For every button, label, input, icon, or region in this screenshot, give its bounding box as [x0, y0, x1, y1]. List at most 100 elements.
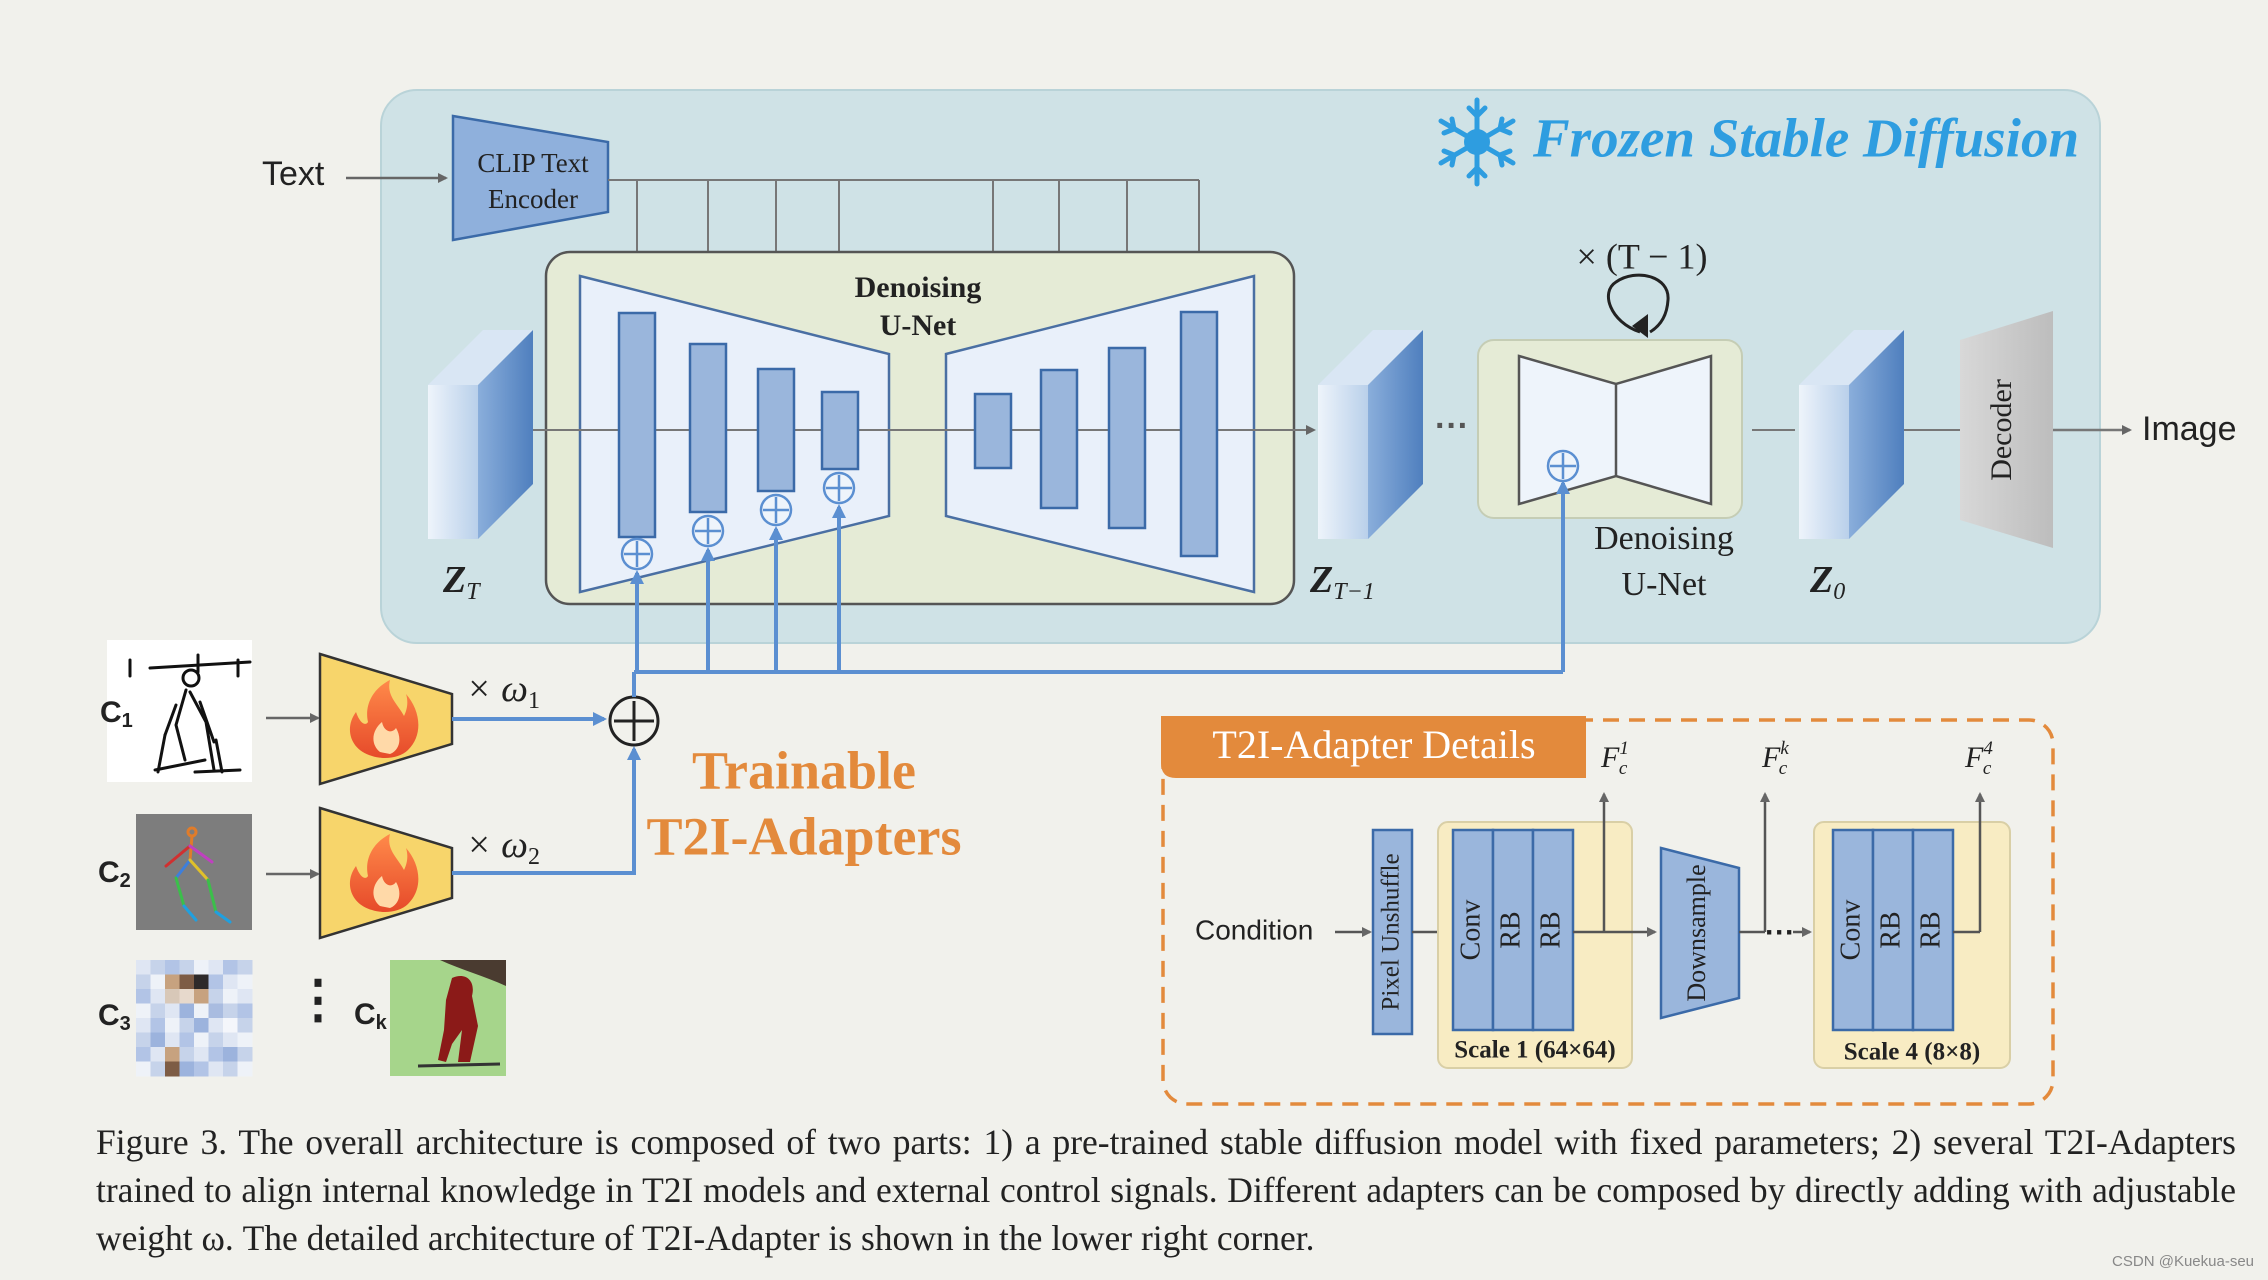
decoder-block [1960, 311, 2053, 548]
pixel-cell [165, 974, 180, 990]
downsample-block [1659, 846, 1741, 1020]
adapter-2 [318, 806, 454, 940]
downsample-label: Downsample [1682, 864, 1711, 1001]
snowflake-icon [1438, 97, 1516, 187]
pixel-cell [150, 974, 166, 990]
scale1-label: Scale 1 (64×64) [1454, 1037, 1615, 1064]
pixel-cell [165, 989, 180, 1004]
pixel-cell [136, 1061, 151, 1077]
pixel-cell [223, 974, 238, 990]
latent-z0 [1799, 330, 1904, 539]
trainable-label-line2: T2I-Adapters [646, 806, 961, 866]
encoder-block [617, 311, 657, 539]
pixel-cell [208, 1047, 224, 1062]
pixel-cell [237, 1018, 253, 1033]
pixel-cell [179, 1003, 195, 1019]
decoder-block [973, 392, 1013, 470]
rb-label: RB [1535, 911, 1566, 948]
pixel-cell [179, 989, 195, 1004]
conv-label: Conv [1835, 900, 1866, 961]
flow-ellipsis: ··· [1435, 407, 1469, 445]
pixel-cell [208, 1003, 224, 1019]
pixel-cell [194, 1003, 209, 1019]
ck-label: Ck [354, 998, 388, 1034]
encoder-block [756, 367, 796, 493]
adapter-1 [318, 652, 454, 786]
decoder-block [1039, 368, 1079, 510]
fire-icon [349, 834, 419, 912]
pixel-cell [136, 989, 151, 1004]
pixel-cell [165, 1018, 180, 1033]
unet-small-label-line1: Denoising [1594, 520, 1734, 557]
pixel-cell [150, 1047, 166, 1062]
pixel-cell [165, 1061, 180, 1077]
pixel-cell [179, 1018, 195, 1033]
unet-label-line1: Denoising [855, 271, 982, 304]
details-title-tab [1161, 716, 1586, 778]
decoder-label: Decoder [1985, 379, 2018, 481]
pixel-cell [237, 989, 253, 1004]
rb-block [1911, 828, 1955, 1032]
rb-label: RB [1875, 911, 1906, 948]
clip-text-encoder: CLIP Text Encoder [451, 114, 610, 242]
clip-label-line1: CLIP Text [477, 148, 589, 178]
pixel-cell [165, 1032, 180, 1048]
fire-icon [349, 680, 419, 758]
pixel-cell [150, 960, 166, 975]
caption-text: Figure 3. The overall architecture is co… [96, 1122, 2236, 1258]
pixel-cell [165, 1003, 180, 1019]
frozen-title: Frozen Stable Diffusion [1532, 108, 2079, 169]
pixel-cell [223, 1003, 238, 1019]
encoder-block [688, 342, 728, 514]
details-ellipsis: ··· [1765, 916, 1795, 949]
c2-label: C2 [98, 856, 131, 892]
condition-input-label: Condition [1195, 914, 1313, 945]
pixel-cell [208, 1032, 224, 1048]
weight-w2: × ω2 [466, 824, 540, 870]
pixel-cell [194, 1018, 209, 1033]
clip-label-line2: Encoder [488, 184, 578, 214]
pixel-cell [237, 1003, 253, 1019]
pixel-unshuffle-label: Pixel Unshuffle [1378, 853, 1405, 1010]
rb-block [1531, 828, 1575, 1032]
pixel-cell [194, 1047, 209, 1062]
plus-icon [1546, 449, 1580, 483]
pixel-cell [165, 1047, 180, 1062]
pixel-cell [179, 974, 195, 990]
plus-icon [620, 537, 654, 571]
rb-label: RB [1915, 911, 1946, 948]
pixel-cell [223, 960, 238, 975]
trainable-label-line1: Trainable [692, 740, 916, 800]
weight-w1: × ω1 [466, 668, 540, 714]
conv-label: Conv [1455, 900, 1486, 961]
z0-label: Z0 [1809, 559, 1845, 605]
pixel-cell [136, 1047, 151, 1062]
pixel-cell [150, 1018, 166, 1033]
watermark: CSDN @Kuekua-seu [2112, 1253, 2254, 1270]
adapter2-to-sum-line [452, 746, 641, 875]
adapter-add-nodes [620, 471, 856, 571]
pixel-cell [136, 1032, 151, 1048]
pixel-cell [179, 1061, 195, 1077]
unet-encoder [578, 274, 891, 594]
pixel-cell [223, 1061, 238, 1077]
pixel-cell [150, 1003, 166, 1019]
pixel-cell [237, 1061, 253, 1077]
unet-decoder [944, 274, 1256, 594]
pixel-cell [237, 1047, 253, 1062]
pixel-cell [208, 1061, 224, 1077]
condition-image-c3 [136, 960, 253, 1077]
pixel-cell [136, 1018, 151, 1033]
conv-block [1451, 828, 1495, 1032]
unet-small-label-line2: U-Net [1622, 566, 1708, 603]
zT1-label: ZT−1 [1309, 559, 1375, 605]
pixel-cell [194, 989, 209, 1004]
latent-zT-1 [1318, 330, 1423, 539]
plus-icon [691, 514, 725, 548]
pixel-cell [136, 974, 151, 990]
pixel-cell [165, 960, 180, 975]
image-output-label: Image [2142, 410, 2237, 448]
pixel-cell [150, 1032, 166, 1048]
scale4-label: Scale 4 (8×8) [1844, 1039, 1980, 1066]
